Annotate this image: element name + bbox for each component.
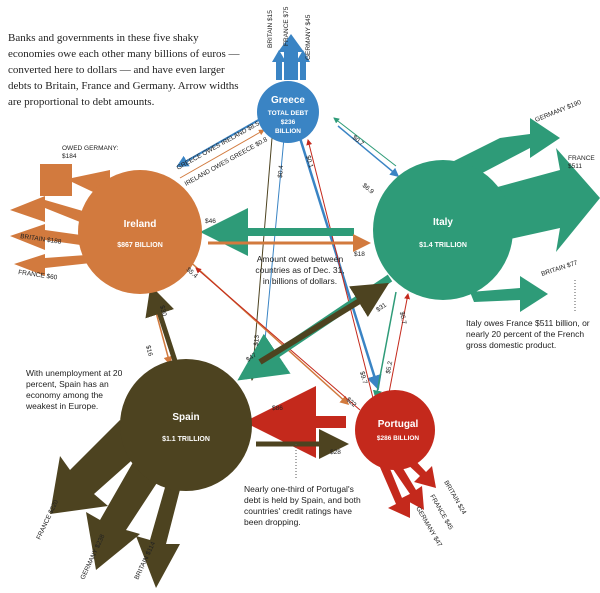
spain-name: Spain (172, 412, 199, 423)
italy-britain-label: BRITAIN $77 (540, 259, 578, 277)
greece-node (257, 81, 319, 143)
portugal-spain-note: Nearly one-third of Portugal's debt is h… (244, 484, 361, 527)
greece-value: $236 (281, 119, 296, 126)
spain-value: $1.1 TRILLION (162, 436, 210, 443)
inter-country-arrows (145, 117, 411, 459)
greece-britain-label: BRITAIN $15 (267, 10, 274, 48)
greece-value-unit: BILLION (275, 128, 301, 135)
amount-owed-note: Amount owed between countries as of Dec.… (255, 254, 345, 286)
ireland-node (78, 170, 202, 294)
ireland-owed-germany-label: OWED GERMANY: $184 (62, 145, 120, 160)
value-label-16: $16 (144, 345, 154, 358)
greece-external-arrows (272, 34, 310, 80)
value-label-46: $46 (205, 218, 216, 225)
value-label-22: $22 (345, 396, 358, 409)
value-label-6-9: $6.9 (361, 182, 375, 196)
ireland-france-label: FRANCE $60 (18, 269, 58, 281)
greece-france-label: FRANCE $75 (283, 6, 290, 46)
value-label-13: $13 (253, 334, 261, 346)
italy-france-note: Italy owes France $511 billion, or nearl… (466, 318, 590, 350)
greece-germany-label: GERMANY $45 (305, 14, 312, 60)
value-label-0-1: $0.1 (304, 155, 314, 169)
value-label-9-7: $9.7 (358, 371, 368, 385)
italy-name: Italy (433, 217, 453, 228)
value-label-30: $30 (158, 305, 168, 318)
italy-france-label: FRANCE $511 (568, 155, 597, 170)
value-label-47: $47 (245, 351, 258, 363)
italy-germany-label: GERMANY $190 (534, 99, 582, 124)
spain-unemployment-note: With unemployment at 20 percent, Spain h… (26, 368, 123, 411)
value-label-18: $18 (354, 251, 365, 258)
value-label-5-2: $5.2 (385, 360, 394, 374)
ireland-name: Ireland (124, 219, 157, 230)
portugal-node (355, 390, 435, 470)
spain-node (120, 359, 252, 491)
value-label-0-4: $0.4 (277, 165, 285, 179)
intro-text: Banks and governments in these five shak… (8, 32, 240, 108)
value-label-31: $31 (375, 301, 388, 313)
ireland-external-arrows (10, 164, 110, 276)
value-label-28: $28 (330, 449, 341, 456)
ireland-value: $867 BILLION (117, 242, 163, 249)
portugal-name: Portugal (378, 419, 419, 430)
italy-node (373, 160, 513, 300)
portugal-value: $286 BILLION (377, 435, 420, 442)
italy-value: $1.4 TRILLION (419, 242, 467, 249)
greece-subtitle: TOTAL DEBT (268, 110, 308, 117)
value-label-0-7: $0.7 (351, 134, 365, 148)
greece-name: Greece (271, 95, 305, 106)
spain-france-label: FRANCE $220 (35, 499, 60, 541)
portugal-britain-label: BRITAIN $24 (442, 480, 467, 517)
value-label-86: $86 (272, 405, 283, 412)
value-label-6-7: $6.7 (398, 311, 407, 325)
